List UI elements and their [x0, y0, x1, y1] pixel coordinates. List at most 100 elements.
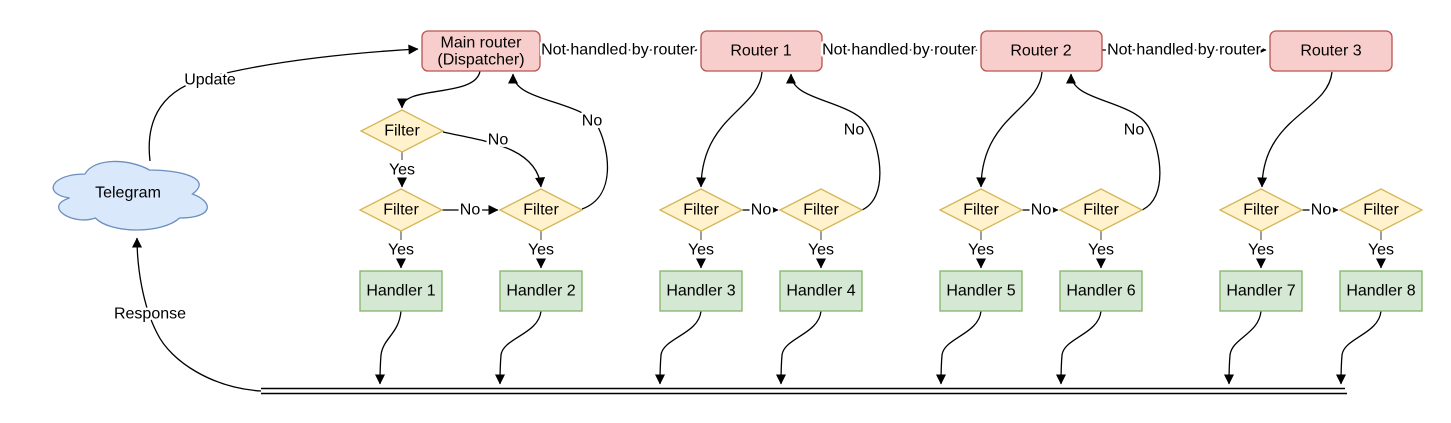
edge-return-no-dispatcher: [508, 73, 609, 210]
not-handled-label-1: Not handled by router: [541, 42, 696, 59]
handler-3-node: Handler 3: [659, 270, 743, 312]
filter-yes-connectors: [396, 231, 1386, 269]
handler-5-label: Handler 5: [946, 283, 1015, 300]
filter-shape: [658, 188, 744, 232]
filter-shape: [938, 188, 1024, 232]
filter-label: Filter: [1083, 202, 1119, 219]
cloud-shape: [52, 160, 208, 231]
yes-label-4: Yes: [808, 242, 834, 259]
handler-6-node: Handler 6: [1059, 270, 1143, 312]
handler-6-box: [1059, 270, 1143, 312]
edge-router2-to-filter: [976, 71, 1043, 188]
filter-label: Filter: [1363, 202, 1399, 219]
filter-dispatcher-top: Filter: [359, 109, 445, 153]
handler-8-label: Handler 8: [1346, 283, 1415, 300]
filter-label: Filter: [383, 202, 419, 219]
filter-label: Filter: [523, 202, 559, 219]
handler-8-box: [1339, 270, 1423, 312]
edge-handler1-drop: [375, 310, 402, 385]
yes-label-2: Yes: [528, 242, 554, 259]
main-router-label: Main router: [441, 35, 523, 52]
router-1-node: Router 1: [700, 30, 823, 72]
edge-handler4-drop: [776, 310, 822, 385]
filter-router2-right: Filter: [1058, 188, 1144, 232]
edge-dispatcher-to-filter-top: [397, 70, 481, 109]
handler-8-node: Handler 8: [1339, 270, 1423, 312]
main-router-box: [421, 30, 541, 72]
edge-filter-top-no-to-filter-right: [442, 131, 546, 188]
handler-drop-edges: [375, 310, 1382, 385]
edge-handler8-drop: [1336, 310, 1382, 385]
edge-handler6-drop: [1056, 310, 1102, 385]
yes-label-3: Yes: [688, 242, 714, 259]
handler-2-node: Handler 2: [499, 270, 583, 312]
filter-shape: [358, 188, 444, 232]
main-router-node: Main router (Dispatcher): [421, 30, 541, 72]
no-label-return-router1: No: [844, 122, 865, 139]
filter-router2-left: Filter: [938, 188, 1024, 232]
filter-label: Filter: [384, 123, 420, 140]
filter-label: Filter: [1243, 202, 1279, 219]
handler-5-node: Handler 5: [939, 270, 1023, 312]
edge-handler5-drop: [936, 310, 982, 385]
filter-label: Filter: [963, 202, 999, 219]
filter-router1-right: Filter: [778, 188, 864, 232]
filter-router3-right: Filter: [1338, 188, 1424, 232]
edge-handler2-drop: [495, 310, 542, 385]
handler-5-box: [939, 270, 1023, 312]
handler-7-box: [1219, 270, 1303, 312]
edge-router1-to-filter: [696, 71, 763, 188]
handler-1-node: Handler 1: [359, 270, 443, 312]
filter-shape: [1218, 188, 1304, 232]
router-2-label: Router 2: [1010, 43, 1071, 60]
handler-6-label: Handler 6: [1066, 283, 1135, 300]
handler-7-label: Handler 7: [1226, 283, 1295, 300]
handler-2-label: Handler 2: [506, 283, 575, 300]
yes-label-6: Yes: [1088, 242, 1114, 259]
no-label-filtertop: No: [488, 132, 509, 149]
filter-shape: [1338, 188, 1424, 232]
yes-label-1: Yes: [388, 242, 414, 259]
update-label: Update: [184, 72, 236, 89]
filter-router3-left: Filter: [1218, 188, 1304, 232]
main-router-sublabel: (Dispatcher): [437, 52, 524, 69]
handler-1-label: Handler 1: [366, 283, 435, 300]
router-2-box: [980, 30, 1103, 72]
router-2-node: Router 2: [980, 30, 1103, 72]
edge-router3-to-filter: [1257, 71, 1333, 188]
router-3-node: Router 3: [1269, 30, 1393, 72]
router-3-box: [1269, 30, 1393, 72]
yes-label-7: Yes: [1248, 242, 1274, 259]
handler-4-node: Handler 4: [779, 270, 863, 312]
yes-label-5: Yes: [968, 242, 994, 259]
telegram-cloud-node: Telegram: [52, 160, 208, 231]
edge-update: [148, 44, 419, 162]
response-label: Response: [114, 306, 186, 323]
edge-handler3-drop: [655, 310, 702, 385]
no-label-return-dispatcher: No: [582, 113, 603, 130]
not-handled-label-2: Not handled by router: [822, 42, 977, 59]
no-label-pair-3: No: [1031, 202, 1052, 219]
filter-label: Filter: [683, 202, 719, 219]
filter-router1-left: Filter: [658, 188, 744, 232]
not-handled-label-3: Not handled by router: [1107, 42, 1262, 59]
filter-shape: [1058, 188, 1144, 232]
edge-response: [132, 237, 262, 392]
edge-return-no-router2: [1066, 73, 1161, 211]
handler-3-label: Handler 3: [666, 283, 735, 300]
filter-dispatcher-left: Filter: [358, 188, 444, 232]
handler-4-label: Handler 4: [786, 283, 855, 300]
no-label-pair-4: No: [1311, 202, 1332, 219]
telegram-label: Telegram: [95, 185, 161, 202]
no-label-pair-1: No: [460, 202, 481, 219]
handler-1-box: [359, 270, 443, 312]
filter-label: Filter: [803, 202, 839, 219]
handler-7-node: Handler 7: [1219, 270, 1303, 312]
handler-3-box: [659, 270, 743, 312]
filter-shape: [359, 109, 445, 153]
router-3-label: Router 3: [1300, 43, 1361, 60]
yes-label-8: Yes: [1368, 242, 1394, 259]
edge-handler7-drop: [1224, 310, 1262, 385]
handler-2-box: [499, 270, 583, 312]
